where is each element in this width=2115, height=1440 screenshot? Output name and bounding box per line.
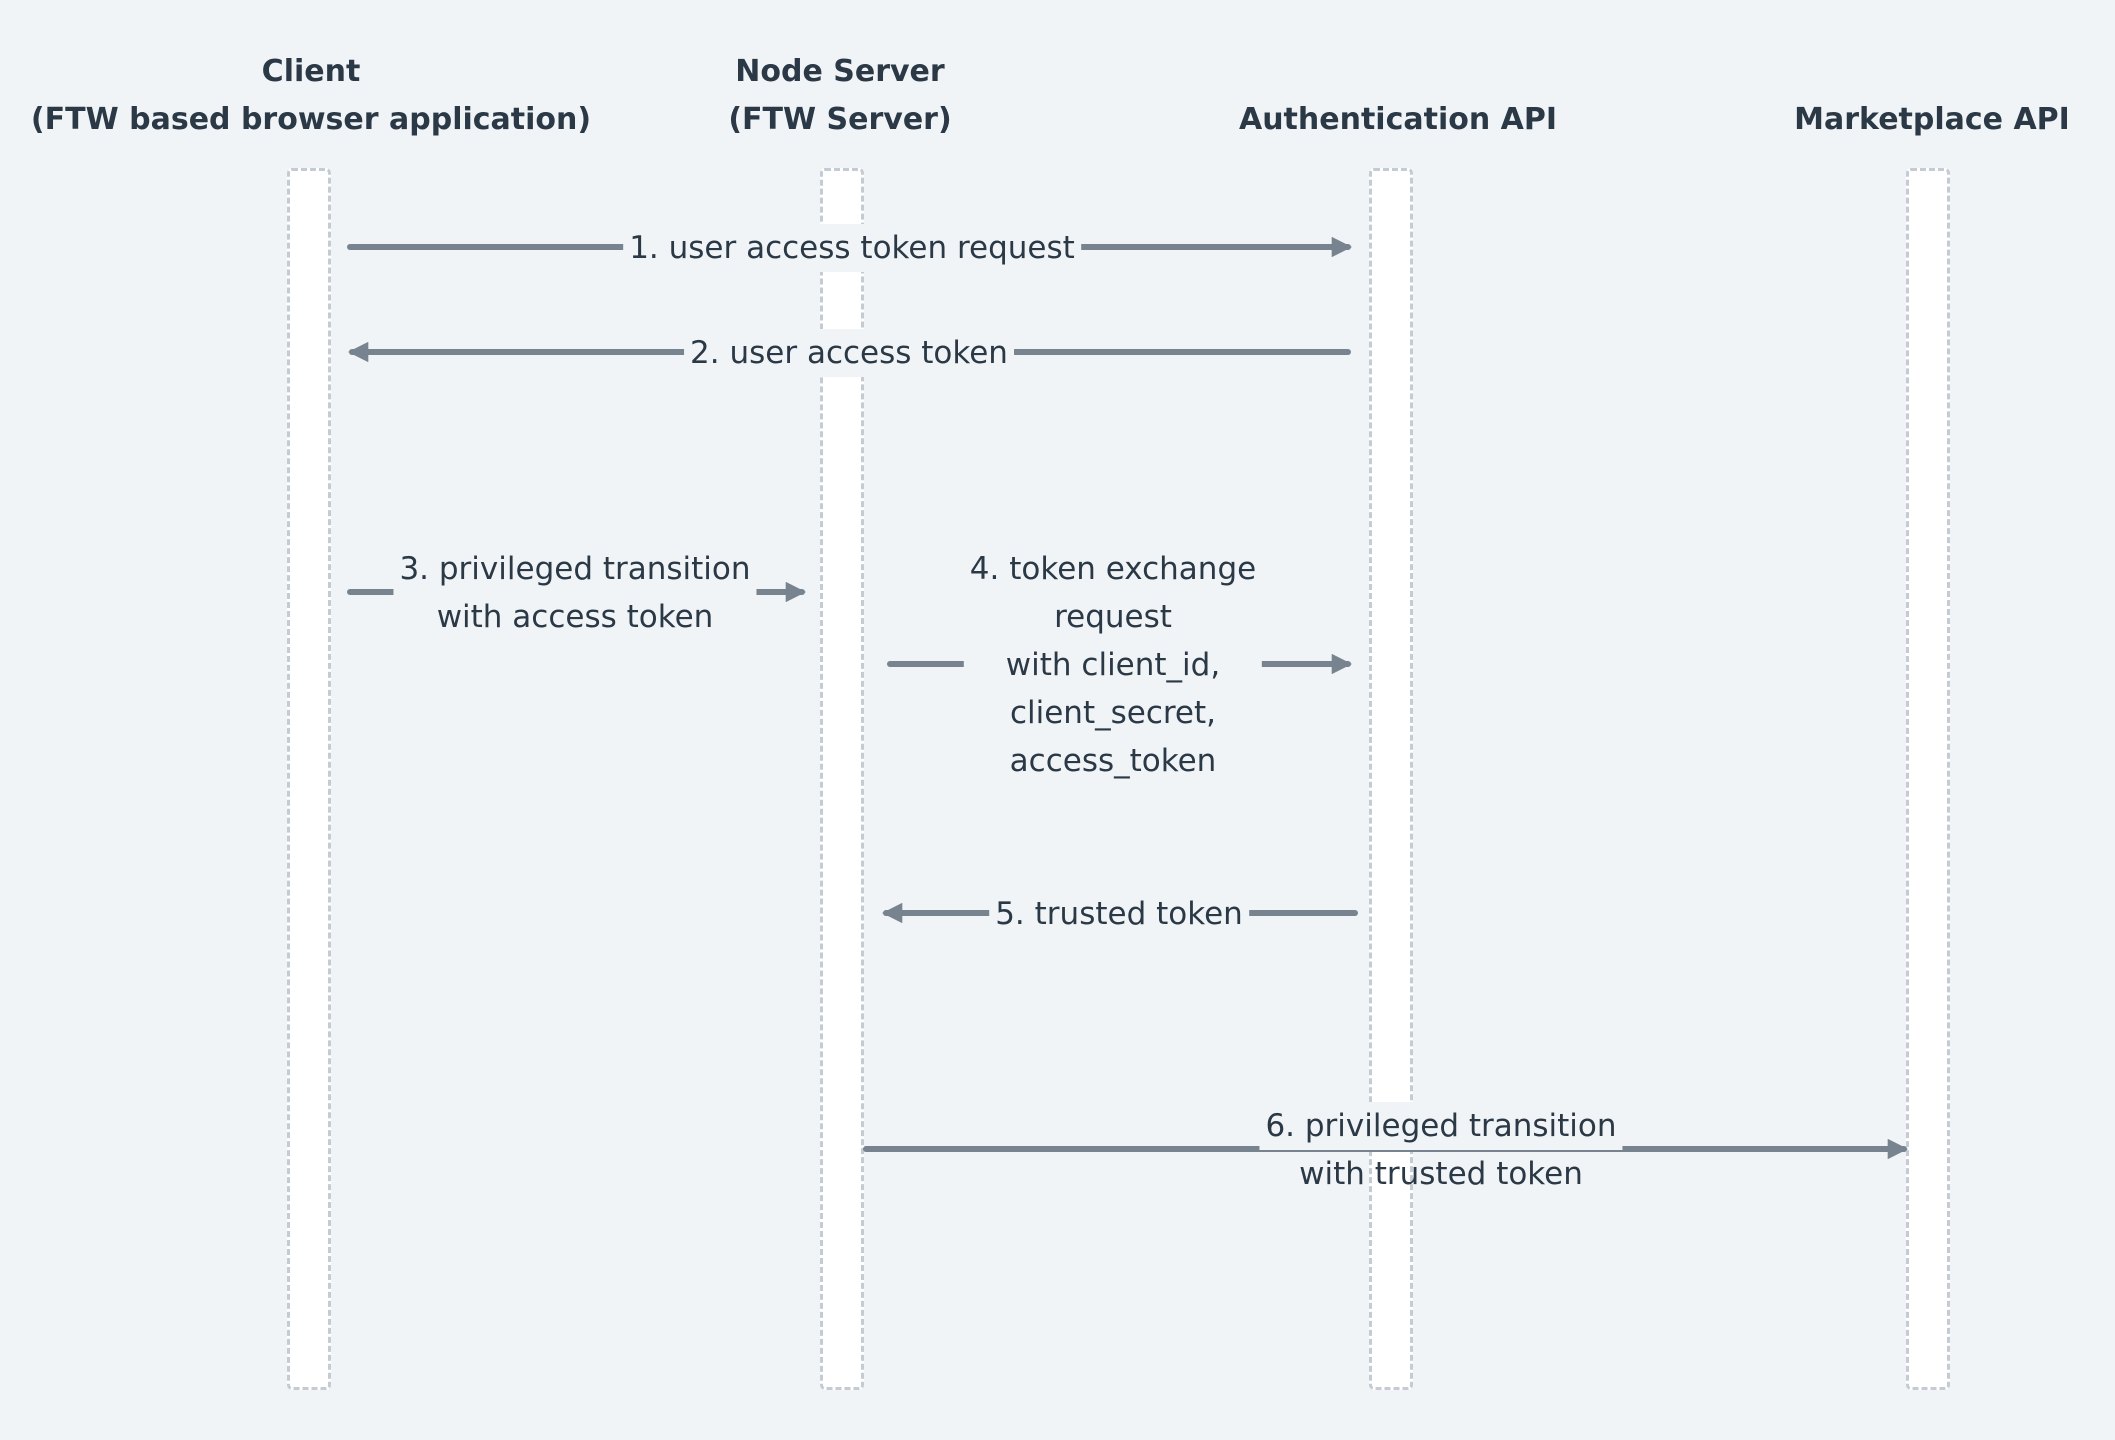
message-2-line-1: 2. user access token (684, 329, 1014, 377)
message-6-line-2: with trusted token (1299, 1156, 1583, 1192)
message-3-label: 3. privileged transition with access tok… (393, 545, 757, 641)
message-2-label: 2. user access token (684, 329, 1014, 377)
message-1-label: 1. user access token request (623, 224, 1081, 272)
participant-node-server-subtitle: (FTW Server) (728, 102, 952, 137)
message-4-line-3: with client_id, (963, 641, 1263, 689)
message-5-label: 5. trusted token (989, 890, 1249, 938)
message-4-line-4: client_secret, (963, 689, 1263, 737)
message-6-label: 6. privileged transition with trusted to… (1259, 1102, 1623, 1198)
participant-node-server-name: Node Server (735, 54, 945, 89)
message-3-line-2: with access token (393, 593, 757, 641)
message-6-line-1: 6. privileged transition (1259, 1102, 1623, 1150)
lifeline-marketplace-api (1906, 168, 1950, 1390)
participant-node-server: Node Server (FTW Server) (728, 48, 951, 144)
message-5-line-1: 5. trusted token (989, 890, 1249, 938)
participant-marketplace-api-name: Marketplace API (1794, 102, 2070, 137)
message-4-line-1: 4. token exchange (963, 545, 1263, 593)
lifeline-authentication-api (1369, 168, 1413, 1390)
message-3-line-1: 3. privileged transition (393, 545, 757, 593)
participant-client-subtitle: (FTW based browser application) (30, 102, 592, 137)
participant-client: Client (FTW based browser application) (31, 48, 591, 144)
participant-authentication-api: Authentication API (1239, 96, 1557, 144)
lifeline-client (287, 168, 331, 1390)
message-4-line-2: request (963, 593, 1263, 641)
participant-authentication-api-name: Authentication API (1238, 102, 1558, 137)
participant-client-name: Client (261, 54, 361, 89)
message-4-label: 4. token exchange request with client_id… (963, 545, 1263, 785)
participant-marketplace-api: Marketplace API (1794, 96, 2070, 144)
message-4-line-5: access_token (963, 737, 1263, 785)
message-1-line-1: 1. user access token request (623, 224, 1081, 272)
